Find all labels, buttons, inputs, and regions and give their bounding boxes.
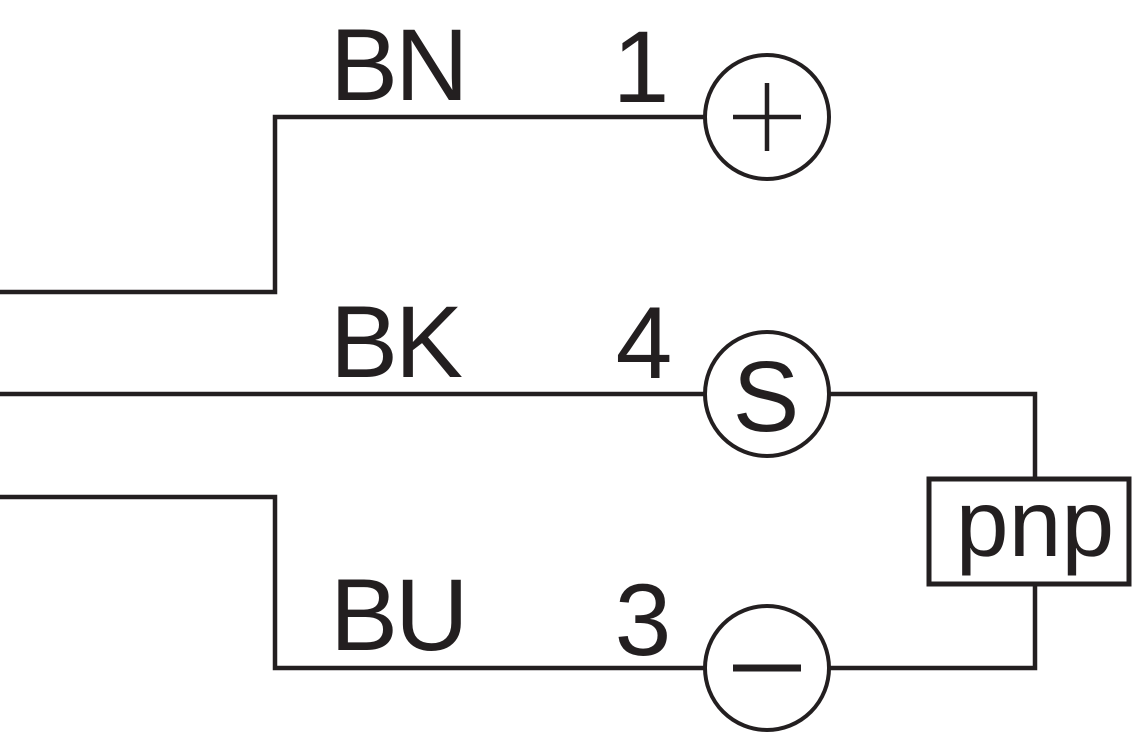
wire-label-bu: BU <box>330 558 466 672</box>
wire-label-bk: BK <box>330 285 462 399</box>
plus-icon <box>733 83 801 151</box>
wire-s-to-pnp <box>829 391 1038 481</box>
minus-terminal-circle <box>703 604 831 732</box>
pnp-output-box <box>926 476 1132 587</box>
pin-number-3: 3 <box>615 563 672 677</box>
s-terminal-label: S <box>733 341 800 453</box>
pin-number-1: 1 <box>613 10 670 124</box>
wire-bn <box>0 114 705 295</box>
pin-number-4: 4 <box>616 286 673 400</box>
plus-terminal-circle <box>703 53 831 181</box>
wire-label-bn: BN <box>330 8 466 122</box>
wire-minus-to-pnp <box>829 582 1038 671</box>
pnp-box-label: pnp <box>956 471 1115 577</box>
s-terminal-circle <box>703 330 831 458</box>
wire-bu <box>0 494 705 671</box>
